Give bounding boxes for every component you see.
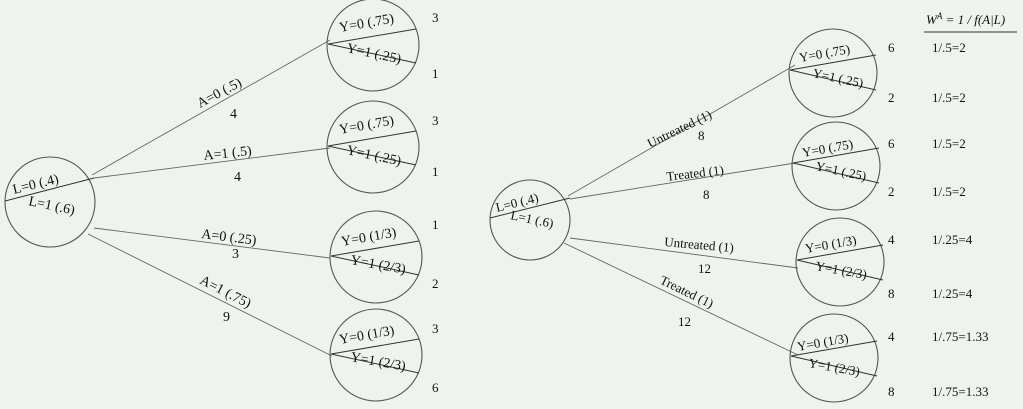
right-edge-treated-l0 — [569, 162, 796, 200]
left-leaf-1-count-bottom: 1 — [432, 66, 439, 81]
right-leaf-3-count-bottom: 8 — [888, 286, 895, 301]
left-leaf-4-count-bottom: 6 — [432, 380, 439, 395]
left-root-node: L=0 (.4) L=1 (.6) — [4, 156, 96, 248]
right-branch-count-2: 8 — [703, 187, 710, 202]
left-root-top-label: L=0 (.4) — [11, 172, 60, 198]
right-edge-untreated-l0 — [567, 64, 796, 197]
left-branch-count-2: 4 — [234, 170, 241, 185]
left-leaf-2-count-bottom: 1 — [432, 164, 439, 179]
right-branch-count-1: 8 — [698, 128, 705, 143]
right-leaf-4-count-bottom: 8 — [888, 384, 895, 399]
left-leaf-1-bottom: Y=1 (.25) — [345, 41, 403, 67]
left-leaf-3-count-top: 1 — [432, 217, 439, 232]
right-branch-count-4: 12 — [678, 314, 691, 329]
right-leaf-2-top: Y=0 (.75) — [801, 136, 854, 160]
weights-header-w: W — [926, 12, 938, 27]
left-branch-label-1: A=0 (.5) — [195, 75, 245, 111]
weights-header-sup: A — [936, 11, 943, 21]
right-leaf-3-bottom: Y=1 (2/3) — [814, 258, 868, 282]
left-leaf-1-count-top: 3 — [432, 10, 439, 25]
right-root-bottom-label: L=1 (.6) — [509, 207, 555, 231]
right-leaf-2-count-bottom: 2 — [888, 184, 895, 199]
right-leaf-node-2: Y=0 (.75) Y=1 (.25) — [791, 121, 881, 211]
right-leaf-node-3: Y=0 (1/3) Y=1 (2/3) — [795, 217, 885, 307]
left-branch-label-3: A=0 (.25) — [201, 227, 258, 249]
left-leaf-4-count-top: 3 — [432, 321, 439, 336]
left-leaf-node-1: Y=0 (.75) Y=1 (.25) — [326, 0, 420, 92]
right-leaf-4-count-top: 4 — [888, 329, 895, 344]
right-edge-untreated-l1 — [569, 237, 799, 269]
weight-4: 1/.5=2 — [932, 184, 966, 199]
left-leaf-2-top: Y=0 (.75) — [338, 114, 395, 138]
right-leaf-node-1: Y=0 (.75) Y=1 (.25) — [788, 28, 878, 118]
right-leaf-2-count-top: 6 — [888, 136, 895, 151]
weight-8: 1/.75=1.33 — [932, 384, 988, 399]
left-edge-a1-l1 — [87, 233, 333, 357]
right-root-node: L=0 (.4) L=1 (.6) — [489, 179, 571, 261]
right-leaf-3-count-top: 4 — [888, 232, 895, 247]
left-leaf-2-count-top: 3 — [432, 113, 439, 128]
left-edge-a0-l0 — [91, 39, 331, 176]
weight-7: 1/.75=1.33 — [932, 329, 988, 344]
right-leaf-2-bottom: Y=1 (.25) — [814, 158, 867, 183]
weights-header-rest: = 1 / f(A|L) — [942, 12, 1005, 27]
right-leaf-1-bottom: Y=1 (.25) — [811, 65, 864, 90]
right-tree: L=0 (.4) L=1 (.6) Untreated (1) 8 Treate… — [489, 11, 1017, 403]
left-root-bottom-label: L=1 (.6) — [27, 194, 76, 218]
right-leaf-4-bottom: Y=1 (2/3) — [807, 355, 861, 379]
right-branch-label-3: Untreated (1) — [664, 234, 735, 255]
weight-5: 1/.25=4 — [932, 232, 973, 247]
left-leaf-node-2: Y=0 (.75) Y=1 (.25) — [326, 100, 420, 194]
left-leaf-node-3: Y=0 (1/3) Y=1 (2/3) — [329, 210, 423, 304]
right-leaf-1-count-top: 6 — [888, 40, 895, 55]
left-branch-count-1: 4 — [230, 107, 237, 122]
right-branch-label-2: Treated (1) — [666, 162, 725, 184]
left-tree: L=0 (.4) L=1 (.6) A=0 (.5) 4 A=1 (.5) 4 … — [4, 0, 439, 402]
left-edge-a0-l1 — [93, 227, 331, 259]
weight-2: 1/.5=2 — [932, 90, 966, 105]
left-leaf-4-bottom: Y=1 (2/3) — [349, 350, 407, 375]
right-leaf-1-count-bottom: 2 — [888, 90, 895, 105]
left-branch-label-2: A=1 (.5) — [203, 144, 253, 164]
left-leaf-3-count-bottom: 2 — [432, 276, 439, 291]
right-leaf-3-top: Y=0 (1/3) — [804, 232, 858, 256]
weight-6: 1/.25=4 — [932, 286, 973, 301]
left-edge-a1-l0 — [93, 147, 331, 179]
weights-header: WA = 1 / f(A|L) — [926, 11, 1005, 27]
left-branch-count-3: 3 — [232, 247, 239, 262]
right-leaf-1-top: Y=0 (.75) — [798, 41, 851, 65]
right-edge-treated-l1 — [563, 242, 799, 356]
right-branch-count-3: 12 — [698, 261, 711, 276]
left-branch-count-4: 9 — [223, 310, 230, 325]
right-leaf-node-4: Y=0 (1/3) Y=1 (2/3) — [789, 313, 879, 403]
left-leaf-node-4: Y=0 (1/3) Y=1 (2/3) — [329, 308, 423, 402]
weight-3: 1/.5=2 — [932, 136, 966, 151]
left-leaf-2-bottom: Y=1 (.25) — [345, 143, 403, 169]
left-leaf-3-bottom: Y=1 (2/3) — [349, 253, 407, 278]
weight-1: 1/.5=2 — [932, 40, 966, 55]
left-leaf-1-top: Y=0 (.75) — [338, 12, 395, 36]
